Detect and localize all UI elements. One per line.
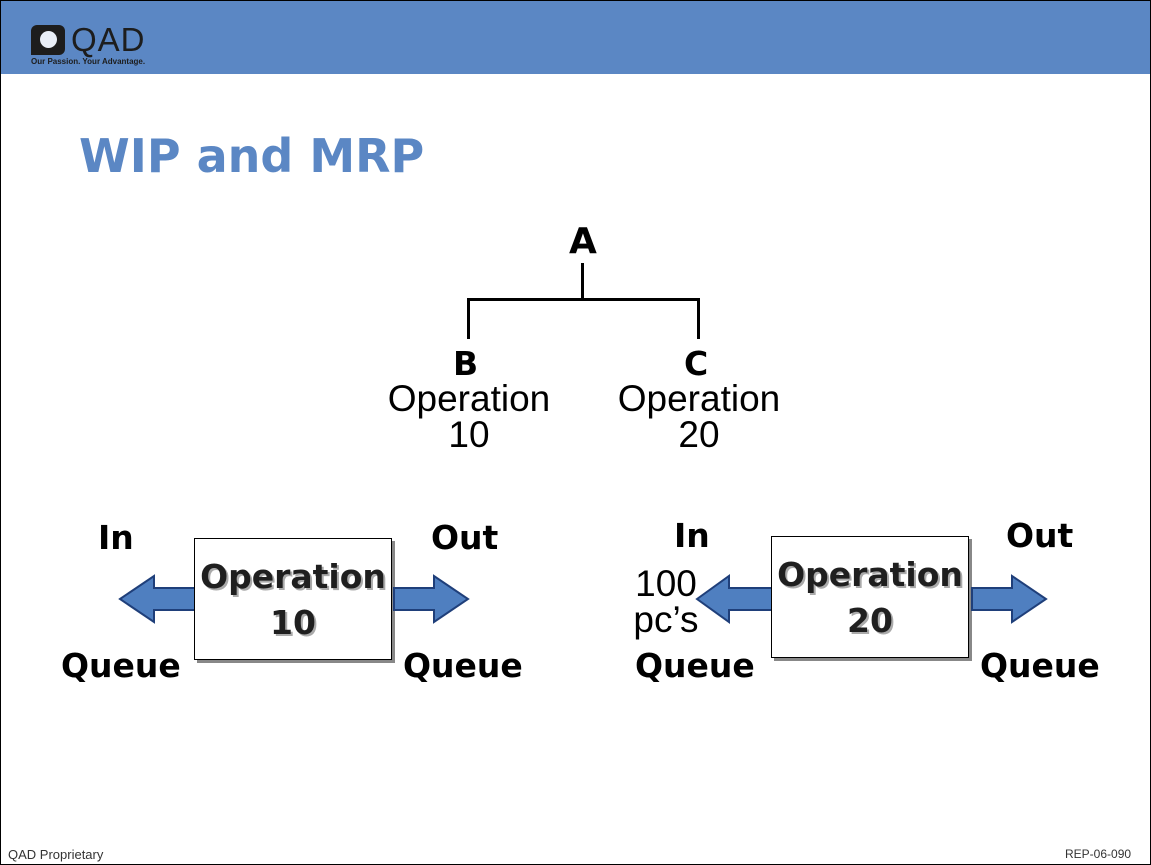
operation-20-box-number: 20 (847, 601, 893, 640)
flow-10-in-queue-label: Queue (61, 646, 181, 685)
flow-20-in-arrow-icon (695, 574, 774, 624)
operation-20-box: Operation 20 (771, 536, 969, 658)
tree-child-c-letter: C (684, 344, 709, 383)
footer-proprietary: QAD Proprietary (8, 847, 104, 862)
slide-title: WIP and MRP (79, 129, 425, 183)
flow-10-in-label: In (98, 518, 134, 557)
flow-10-out-arrow-shape (393, 574, 470, 624)
operation-10-box-number: 10 (270, 603, 316, 642)
flow-10-out-arrow-icon (393, 574, 470, 624)
flow-20-in-queue-quantity-unit: pc’s (633, 599, 699, 640)
tree-child-b-operation-number: 10 (448, 414, 490, 455)
operation-10-box: Operation 10 (194, 538, 392, 660)
flow-10-out-label: Out (431, 518, 499, 557)
tree-child-c-operation-number: 20 (678, 414, 720, 455)
tree-parent-label: A (569, 221, 597, 262)
flow-20-in-queue-quantity: 100 pc’s (621, 563, 711, 640)
flow-20-out-arrow-shape (971, 574, 1048, 624)
flow-20-out-label: Out (1006, 516, 1074, 555)
flow-20-in-label: In (674, 516, 710, 555)
flow-10-in-arrow-icon (118, 574, 199, 624)
tree-child-b-letter: B (453, 344, 479, 383)
flow-20-out-queue-label: Queue (980, 646, 1100, 685)
operation-10-box-title: Operation (200, 557, 386, 596)
tree-child-c-operation: Operation 20 (599, 378, 799, 455)
flow-20-in-queue-quantity-value: 100 (635, 563, 697, 604)
qad-logo-icon (31, 25, 65, 55)
tree-branch-b (467, 298, 470, 339)
tree-child-b-operation: Operation 10 (369, 378, 569, 455)
flow-20-in-arrow-shape (695, 574, 774, 624)
footer-slide-code: REP-06-090 (1065, 847, 1132, 861)
tree-horizontal-connector (467, 298, 700, 301)
flow-10-in-arrow-shape (118, 574, 199, 624)
flow-20-in-queue-label: Queue (635, 646, 755, 685)
logo-tagline: Our Passion. Your Advantage. (31, 57, 146, 66)
operation-20-box-title: Operation (777, 555, 963, 594)
tree-child-b-operation-label: Operation (387, 378, 551, 419)
tree-parent-stem (581, 263, 584, 300)
tree-child-c-operation-label: Operation (617, 378, 781, 419)
tree-branch-c (697, 298, 700, 339)
flow-20-out-arrow-icon (971, 574, 1048, 624)
flow-10-out-queue-label: Queue (403, 646, 523, 685)
header-bar: QAD Our Passion. Your Advantage. (1, 1, 1150, 74)
logo-text: QAD (71, 21, 146, 58)
